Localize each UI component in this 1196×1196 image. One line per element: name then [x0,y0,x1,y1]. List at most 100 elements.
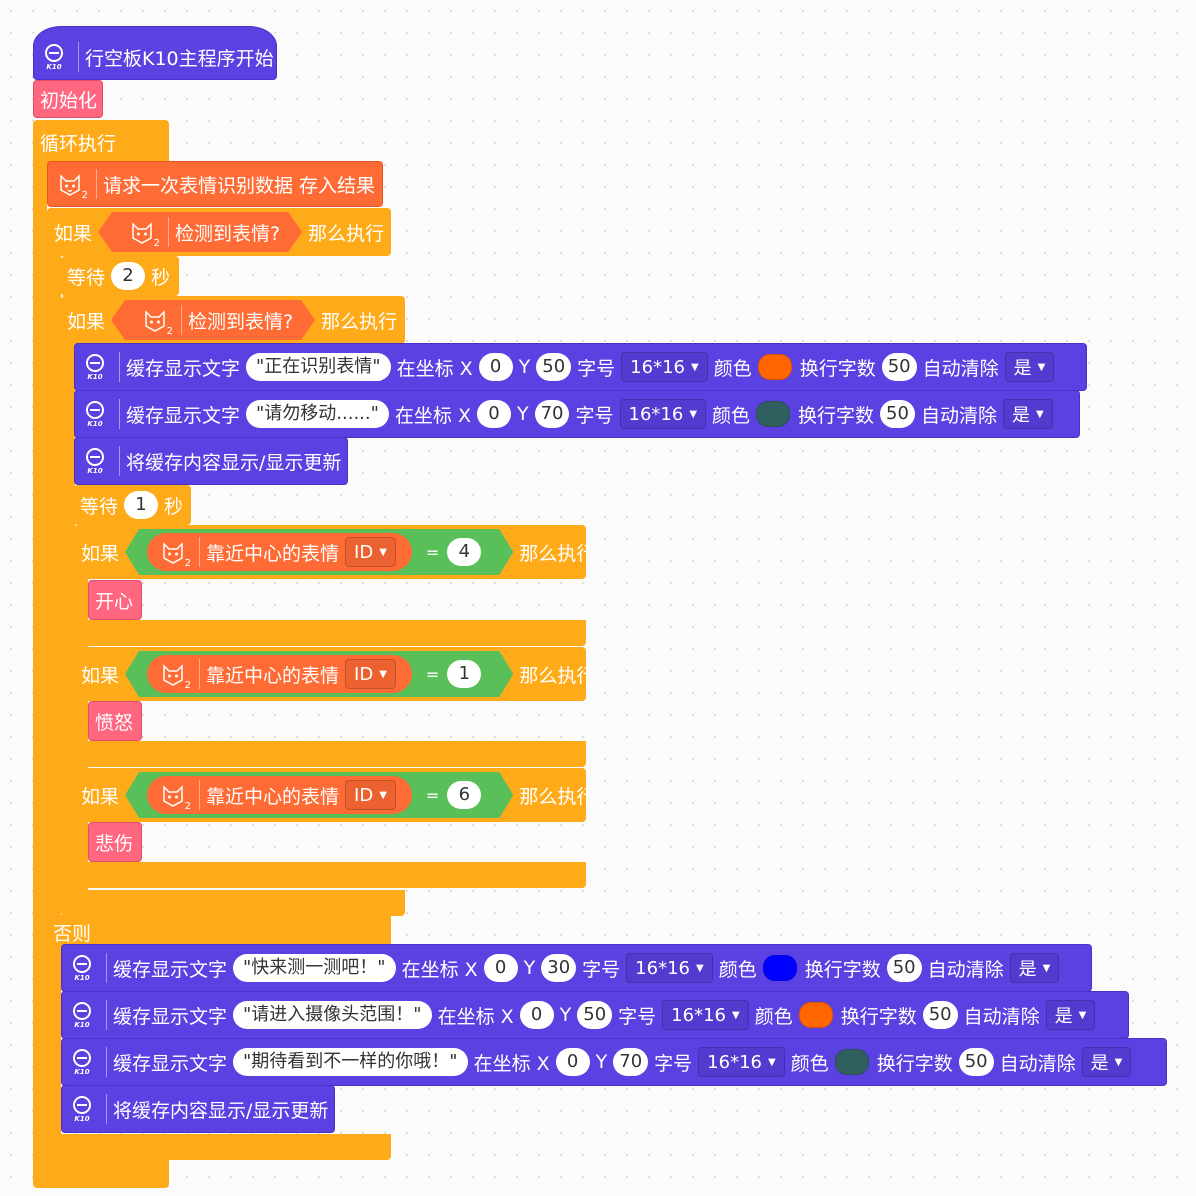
k10-icon: K10 [75,396,115,432]
y-input[interactable]: 70 [613,1048,649,1076]
wrap-input[interactable]: 50 [880,400,915,428]
display-update-block[interactable]: K10 将缓存内容显示/显示更新 [74,437,348,485]
emotion-if-row: 如果 2 靠近中心的表情 ID▼ = 6 那么执行 [81,771,595,819]
x-input[interactable]: 0 [519,1001,554,1029]
wait-seconds-input[interactable]: 2 [111,262,146,290]
value-input[interactable]: 6 [447,781,481,809]
wrap-input[interactable]: 50 [881,353,917,381]
emotion-if-2-bottom [74,741,586,767]
wrap-input[interactable]: 50 [886,954,922,982]
y-input[interactable]: 30 [541,954,577,982]
main-program-hat-block[interactable]: K10 行空板K10主程序开始 [33,26,277,80]
k10-icon: K10 [34,39,74,75]
loop-block[interactable] [33,120,169,165]
wait-block[interactable]: 等待 2 秒 [61,256,179,296]
text-input[interactable]: "请勿移动......" [246,400,389,428]
auto-clear-dropdown[interactable]: 是▼ [1009,953,1060,983]
text-input[interactable]: "快来测一测吧！" [233,954,396,982]
else-label: 否则 [53,922,92,945]
call-angry-block[interactable]: 愤怒 [88,701,142,741]
cat-face-icon: 2 [120,215,164,249]
auto-clear-dropdown[interactable]: 是▼ [1002,399,1053,429]
call-happy-block[interactable]: 开心 [88,580,142,620]
k10-icon: K10 [62,1044,102,1080]
x-input[interactable]: 0 [483,954,518,982]
k10-icon: K10 [62,1091,102,1127]
init-block[interactable]: 初始化 [33,80,103,118]
equals-condition[interactable]: 2 靠近中心的表情 ID▼ = 4 [125,529,513,575]
y-input[interactable]: 50 [536,353,572,381]
display-update-block[interactable]: K10 将缓存内容显示/显示更新 [61,1085,335,1133]
if-label: 如果 [54,222,93,245]
outer-if-row: 如果 2 检测到表情? 那么执行 [54,210,384,254]
display-text-block[interactable]: K10 缓存显示文字 "期待看到不一样的你哦！" 在坐标 X 0 Y 70 字号… [61,1038,1167,1086]
font-size-dropdown[interactable]: 16*16▼ [619,399,707,429]
wrap-input[interactable]: 50 [922,1001,958,1029]
outer-if-bottom [47,1134,391,1160]
color-swatch[interactable] [762,955,797,981]
init-label: 初始化 [40,89,98,112]
inner-if-bottom [61,890,405,916]
wrap-input[interactable]: 50 [958,1048,994,1076]
equals-condition[interactable]: 2 靠近中心的表情 ID▼ = 6 [125,772,513,818]
wait-seconds-input[interactable]: 1 [124,491,159,519]
k10-icon: K10 [62,950,102,986]
x-input[interactable]: 0 [476,400,511,428]
display-text-block[interactable]: K10 缓存显示文字 "请勿移动......" 在坐标 X 0 Y 70 字号 … [74,390,1080,438]
inner-if-arm [61,340,75,892]
k10-icon: K10 [75,443,115,479]
loop-arm [33,160,47,1160]
outer-else-bar [47,915,391,947]
text-input[interactable]: "期待看到不一样的你哦！" [233,1048,468,1076]
auto-clear-dropdown[interactable]: 是▼ [1081,1047,1132,1077]
outer-if-arm [47,250,61,1140]
request-label: 请求一次表情识别数据 存入结果 [103,174,376,197]
color-swatch[interactable] [756,401,791,427]
x-input[interactable]: 0 [555,1048,590,1076]
emotion-if-3-bottom [74,862,586,888]
cat-face-icon: 2 [133,303,177,337]
k10-icon: K10 [62,997,102,1033]
auto-clear-dropdown[interactable]: 是▼ [1004,352,1055,382]
loop-label: 循环执行 [40,132,117,155]
y-input[interactable]: 50 [577,1001,613,1029]
k10-icon: K10 [75,349,115,385]
display-text-block[interactable]: K10 缓存显示文字 "正在识别表情" 在坐标 X 0 Y 50 字号 16*1… [74,343,1087,391]
inner-if-row: 如果 2 检测到表情? 那么执行 [67,298,397,342]
id-dropdown[interactable]: ID▼ [345,537,396,567]
display-text-block[interactable]: K10 缓存显示文字 "请进入摄像头范围！" 在坐标 X 0 Y 50 字号 1… [61,991,1129,1039]
font-size-dropdown[interactable]: 16*16▼ [662,1000,749,1030]
emotion-reporter[interactable]: 2 靠近中心的表情 ID▼ [147,776,412,814]
cat-face-icon: 2 [151,778,195,812]
emotion-if-row: 如果 2 靠近中心的表情 ID▼ = 1 那么执行 [81,650,595,698]
auto-clear-dropdown[interactable]: 是▼ [1045,1000,1096,1030]
font-size-dropdown[interactable]: 16*16▼ [698,1047,785,1077]
color-swatch[interactable] [834,1049,869,1075]
text-input[interactable]: "请进入摄像头范围！" [233,1001,432,1029]
request-emotion-block[interactable]: 2 请求一次表情识别数据 存入结果 [47,161,383,207]
y-input[interactable]: 70 [534,400,570,428]
color-swatch[interactable] [798,1002,833,1028]
emotion-reporter[interactable]: 2 靠近中心的表情 ID▼ [147,533,412,571]
wait-block[interactable]: 等待 1 秒 [74,485,191,525]
emotion-if-1-bottom [74,620,586,646]
display-text-block[interactable]: K10 缓存显示文字 "快来测一测吧！" 在坐标 X 0 Y 30 字号 16*… [61,944,1092,992]
value-input[interactable]: 1 [447,660,481,688]
cat-face-icon: 2 [151,535,195,569]
font-size-dropdown[interactable]: 16*16▼ [626,953,713,983]
then-label: 那么执行 [308,222,385,245]
call-sad-block[interactable]: 悲伤 [88,822,142,862]
font-size-dropdown[interactable]: 16*16▼ [621,352,708,382]
x-input[interactable]: 0 [478,353,513,381]
value-input[interactable]: 4 [447,538,481,566]
detected-emotion-condition[interactable]: 2 检测到表情? [98,212,302,252]
id-dropdown[interactable]: ID▼ [345,659,396,689]
id-dropdown[interactable]: ID▼ [345,780,396,810]
color-swatch[interactable] [757,354,792,380]
text-input[interactable]: "正在识别表情" [246,353,391,381]
emotion-if-row: 如果 2 靠近中心的表情 ID▼ = 4 那么执行 [81,528,595,576]
detected-emotion-condition[interactable]: 2 检测到表情? [111,300,315,340]
cat-face-icon: 2 [151,657,195,691]
emotion-reporter[interactable]: 2 靠近中心的表情 ID▼ [147,655,412,693]
equals-condition[interactable]: 2 靠近中心的表情 ID▼ = 1 [125,651,513,697]
